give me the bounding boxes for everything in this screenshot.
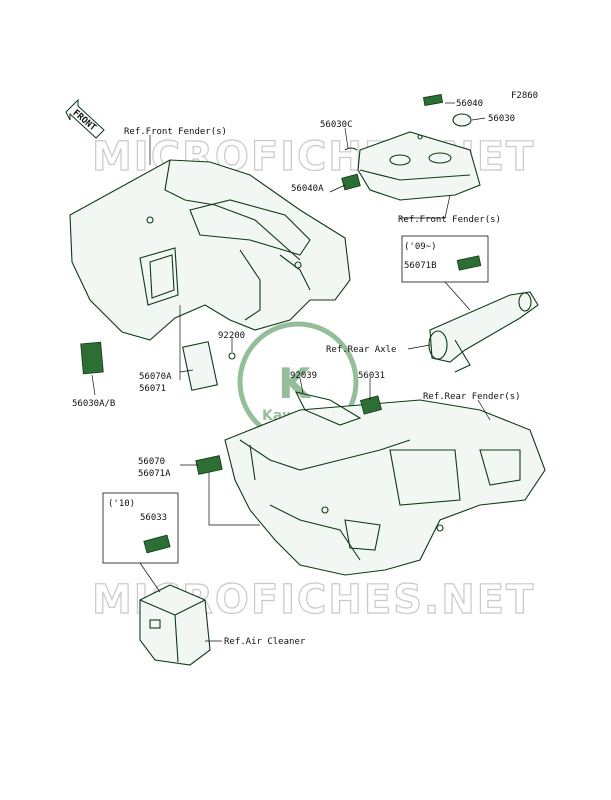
label-56071A: 56071A: [138, 469, 171, 479]
bolt-92200-piece: [228, 352, 236, 360]
label-56030: 56030: [488, 114, 515, 124]
label-56070A-piece: [182, 341, 218, 391]
rear-fender-part: [224, 399, 546, 576]
label-year-10: ('10): [108, 499, 135, 509]
label-92200: 92200: [218, 331, 245, 341]
cap-56030-piece: [452, 113, 472, 127]
diagram-code: F2860: [511, 91, 538, 101]
label-56040A: 56040A: [291, 184, 324, 194]
label-56070: 56070: [138, 457, 165, 467]
label-year-09: ('09~): [404, 242, 437, 252]
label-56031-piece: [360, 395, 382, 415]
clip-56030C-piece: [344, 147, 358, 151]
rear-axle-part: [428, 291, 539, 373]
label-92039: 92039: [290, 371, 317, 381]
label-56070A: 56070A: [139, 372, 172, 382]
tag-56030AB-piece: [80, 341, 104, 375]
label-ref-air-cleaner: Ref.Air Cleaner: [224, 637, 306, 647]
label-56040-piece: [422, 94, 444, 106]
label-56030C: 56030C: [320, 120, 353, 130]
front-arrow-icon: FRONT: [65, 98, 105, 139]
label-56071-top: 56071: [139, 384, 166, 394]
label-56033-piece: [143, 534, 171, 554]
bracket-92039-piece: [294, 391, 362, 426]
front-cover-part: [357, 131, 481, 201]
label-56070-piece: [195, 455, 223, 475]
label-56033: 56033: [140, 513, 167, 523]
front-fender-part: [69, 159, 351, 341]
label-ref-front-fender-right: Ref.Front Fender(s): [398, 215, 501, 225]
label-56040: 56040: [456, 99, 483, 109]
label-56030AB: 56030A/B: [72, 399, 115, 409]
label-56040A-piece: [341, 173, 361, 191]
label-ref-rear-axle: Ref.Rear Axle: [326, 345, 396, 355]
box-year-10: [102, 492, 179, 564]
label-56031: 56031: [358, 371, 385, 381]
logo-letter: K: [278, 359, 312, 408]
label-56071B: 56071B: [404, 261, 437, 271]
air-cleaner-part: [139, 584, 211, 666]
label-ref-rear-fender: Ref.Rear Fender(s): [423, 392, 521, 402]
label-ref-front-fender-left: Ref.Front Fender(s): [124, 127, 227, 137]
label-56071B-piece: [456, 255, 482, 271]
